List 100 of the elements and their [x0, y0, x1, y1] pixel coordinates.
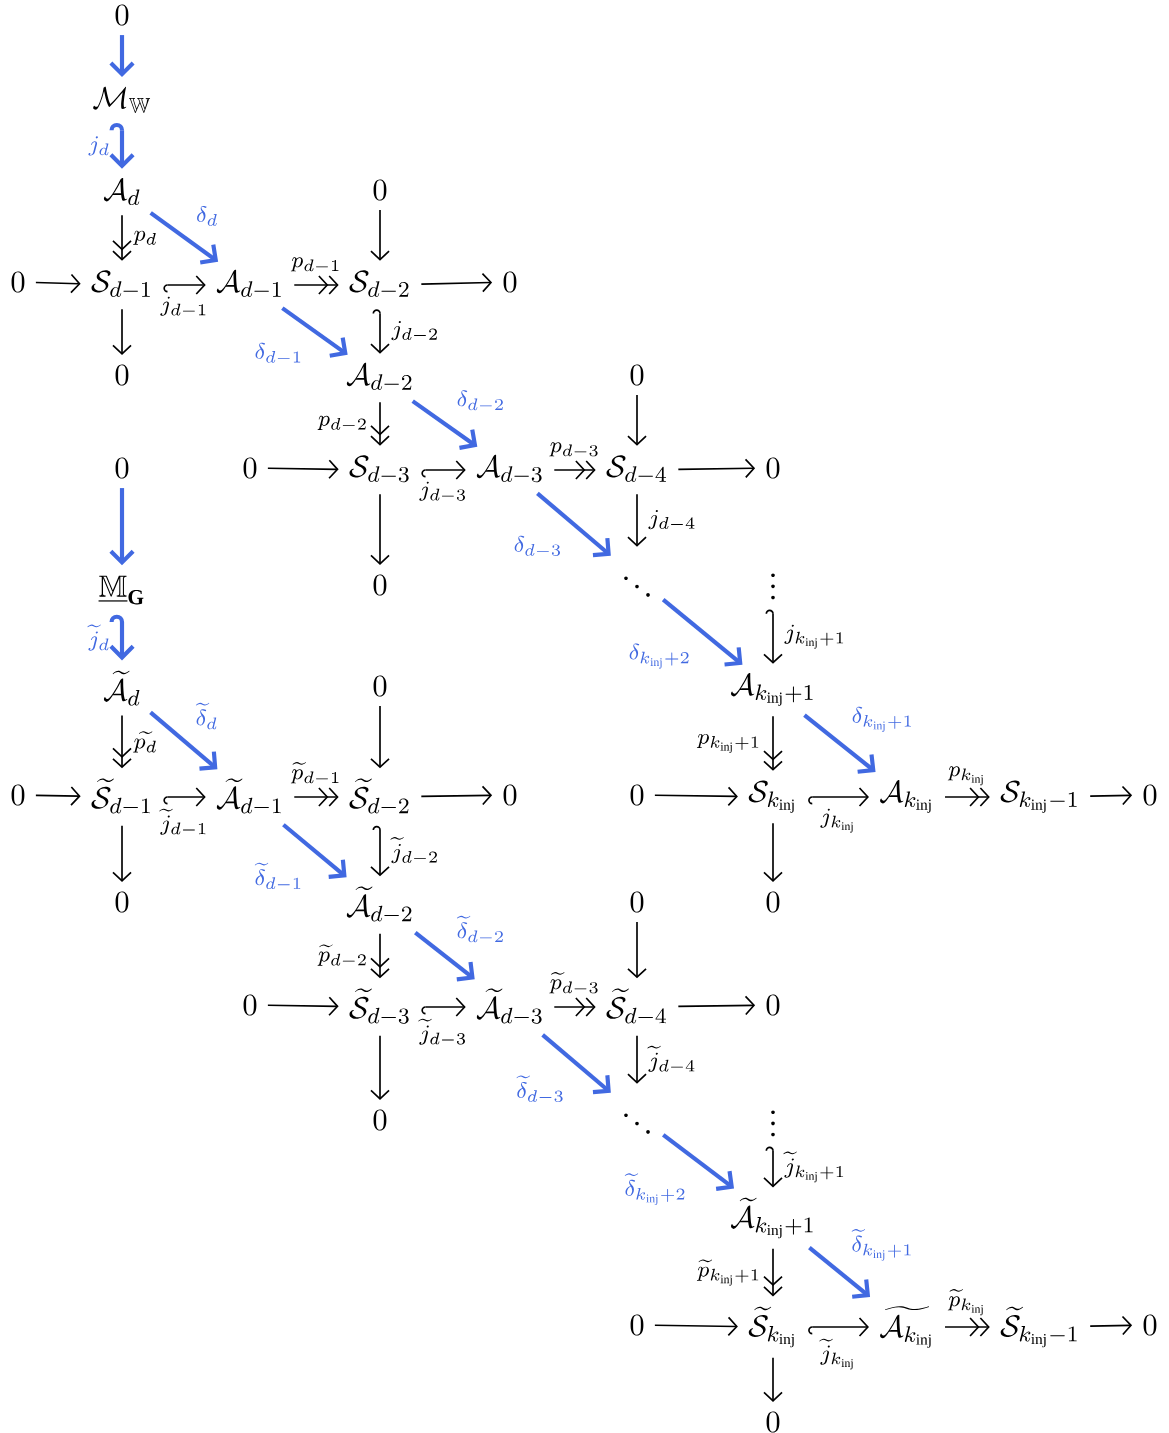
edge-label: $\widetilde{\delta}_{k_{\mathrm{inj}}+2}$	[624, 1173, 685, 1205]
math-object: $\widetilde{\mathcal{S}}_{k_{\mathrm{inj}}}$	[748, 1306, 794, 1348]
ellipsis-dots: $\ddots$	[624, 576, 650, 597]
connecting-arrow	[281, 306, 348, 358]
arrow	[654, 786, 738, 807]
math-object: $\mathcal{M}_{\mathbb{W}}$	[93, 86, 151, 114]
edge-label: $j_{d}$	[88, 136, 109, 156]
surjection-arrow	[370, 932, 390, 979]
arrow	[370, 705, 390, 769]
edge-label: $j_{k_{\mathrm{inj}}+1}$	[784, 624, 844, 649]
edge-label: $\delta_{d-2}$	[457, 390, 503, 411]
ellipsis-dots: $\ddots$	[624, 1113, 650, 1134]
math-object: $0$	[630, 891, 644, 913]
edge-label: $p_{d-2}$	[317, 415, 366, 430]
math-object: $0$	[115, 364, 129, 386]
math-object: $\mathcal{A}_{k_{\mathrm{inj}}+1}$	[731, 672, 813, 706]
math-object: $0$	[11, 271, 25, 293]
math-object: $\mathcal{S}_{d-4}$	[606, 455, 666, 482]
math-object: $0$	[503, 271, 517, 293]
edge-label: $p_{d-3}$	[549, 442, 598, 457]
surjection-arrow	[370, 401, 390, 446]
connecting-arrow	[803, 713, 876, 774]
edge-label: $p_{d}$	[133, 230, 156, 245]
inclusion-arrow	[763, 1146, 783, 1188]
surjection-arrow	[293, 787, 339, 807]
edge-label: $\widetilde{j}_{d-3}$	[418, 1018, 465, 1045]
connecting-arrow	[282, 823, 347, 879]
math-object: $\mathcal{S}_{d-1}$	[91, 270, 150, 297]
inclusion-arrow	[370, 309, 390, 354]
connecting-arrow	[536, 491, 611, 558]
arrow	[112, 824, 132, 882]
surjection-arrow	[112, 714, 132, 769]
surjection-arrow	[293, 275, 339, 295]
connecting-arrow	[109, 122, 135, 169]
surjection-arrow	[112, 214, 132, 261]
math-object: $0$	[766, 891, 780, 913]
arrow	[267, 459, 339, 480]
math-object: $\mathcal{S}_{k_{\mathrm{inj}}}$	[748, 780, 794, 813]
math-object: $\widetilde{\mathcal{S}}_{d-4}$	[606, 988, 666, 1024]
math-object: $0$	[373, 574, 387, 596]
edge-label: $\widetilde{j}_{d-2}$	[390, 837, 437, 864]
math-object: $\widetilde{\mathcal{S}}_{k_{\mathrm{inj}}-1}$	[1000, 1306, 1077, 1348]
inclusion-arrow	[163, 787, 206, 807]
edge-label: $\delta_{k_{\mathrm{inj}}+1}$	[852, 706, 911, 732]
inclusion-arrow	[808, 787, 869, 807]
surjection-arrow	[944, 1317, 990, 1337]
connecting-arrow	[149, 211, 219, 265]
edge-label: $p_{k_{\mathrm{inj}}}$	[947, 766, 983, 786]
math-object: $0$	[766, 994, 780, 1016]
math-object: $0$	[630, 784, 644, 806]
arrow	[763, 1356, 783, 1402]
math-object: $\mathcal{A}_{d-1}$	[216, 269, 281, 297]
edge-label: $\widetilde{j}_{d}$	[87, 624, 109, 651]
edge-label: $j_{d-3}$	[419, 481, 465, 501]
arrow	[1089, 1315, 1133, 1336]
connecting-arrow	[662, 1133, 735, 1191]
edge-label: $\widetilde{p}_{d-1}$	[290, 762, 339, 784]
math-object: $\widetilde{\mathcal{A}}_{d}$	[103, 670, 140, 706]
math-object: $\widetilde{\mathcal{S}}_{d-3}$	[349, 988, 409, 1024]
math-object: $\mathcal{A}_{d}$	[103, 177, 140, 206]
math-object: $\widetilde{\mathcal{A}_{k_{\mathrm{inj}}}}$	[880, 1306, 931, 1348]
edge-label: $\widetilde{j}_{d-1}$	[159, 808, 206, 835]
edge-label: $\widetilde{p}_{k_{\mathrm{inj}}+1}$	[696, 1259, 759, 1286]
connecting-arrow	[414, 931, 475, 982]
edge-label: $\widetilde{\delta}_{d-3}$	[516, 1075, 563, 1103]
edge-label: $j_{d-1}$	[160, 296, 206, 316]
edge-label: $\widetilde{j}_{k_{\mathrm{inj}}+1}$	[783, 1151, 844, 1183]
edge-label: $\delta_{d-1}$	[255, 342, 301, 363]
arrow	[627, 394, 647, 446]
arrow	[420, 785, 493, 806]
edge-label: $\widetilde{j}_{d-4}$	[647, 1045, 695, 1072]
math-object: $\mathcal{S}_{d-2}$	[349, 270, 409, 297]
surjection-arrow	[944, 787, 990, 807]
arrow	[267, 996, 339, 1017]
edge-label: $\widetilde{p_{d}}$	[133, 731, 156, 753]
math-object: $\mathcal{A}_{d-2}$	[346, 362, 412, 390]
edge-label: $\widetilde{\delta}_{d-1}$	[254, 862, 301, 890]
inclusion-arrow	[163, 275, 206, 295]
math-object: $0$	[373, 675, 387, 697]
edge-label: $\widetilde{p}_{d-2}$	[317, 944, 366, 966]
arrow	[370, 1034, 390, 1100]
arrow	[677, 458, 756, 479]
arrow	[654, 1316, 738, 1337]
edge-label: $\widetilde{\delta}_{k_{\mathrm{inj}}+1}$	[851, 1229, 911, 1261]
connecting-arrow	[808, 1246, 871, 1299]
inclusion-arrow	[763, 609, 783, 664]
edge-label: $p_{k_{\mathrm{inj}}+1}$	[696, 733, 759, 753]
connecting-arrow	[109, 35, 135, 78]
edge-label: $\widetilde{j}_{k_{\mathrm{inj}}}$	[819, 1338, 853, 1370]
arrow	[35, 273, 81, 294]
arrow	[1089, 785, 1133, 806]
inclusion-arrow	[421, 460, 466, 480]
edge-label: $\widetilde{\delta}_{d-2}$	[456, 915, 503, 943]
arrow	[627, 493, 647, 547]
math-object: $0$	[1143, 1314, 1157, 1336]
inclusion-arrow	[370, 825, 390, 877]
math-object: $\mathcal{A}_{k_{\mathrm{inj}}}$	[880, 779, 931, 813]
math-object: $0$	[1143, 784, 1157, 806]
math-object: $\widetilde{\mathcal{A}}_{k_{\mathrm{inj}}+1}$	[731, 1197, 813, 1239]
arrow	[763, 822, 783, 882]
